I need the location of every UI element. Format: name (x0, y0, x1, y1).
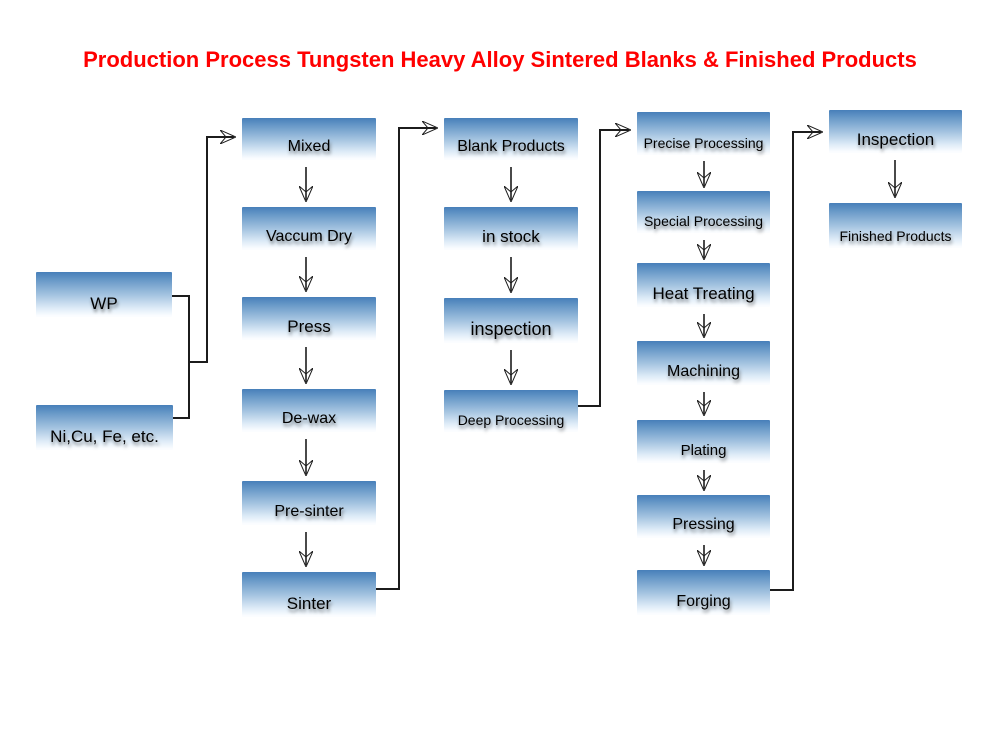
node-blank-products-label: Blank Products (457, 138, 565, 155)
node-pre-sinter: Pre-sinter (242, 481, 376, 525)
connector-deep-processing-to-precise-processing (578, 130, 629, 407)
node-finished-products: Finished Products (829, 203, 962, 248)
connector-merge-to-mixed (189, 137, 234, 363)
node-sinter: Sinter (242, 572, 376, 617)
node-pressing: Pressing (637, 495, 770, 538)
node-press-label: Press (287, 317, 331, 336)
connector-wp-out (172, 295, 190, 362)
node-ni-cu-fe: Ni,Cu, Fe, etc. (36, 405, 173, 450)
node-forging: Forging (637, 570, 770, 615)
node-ni-cu-fe-label: Ni,Cu, Fe, etc. (50, 427, 159, 446)
node-inspection-blanks-label: inspection (470, 319, 552, 339)
node-inspection-blanks: inspection (444, 298, 578, 343)
node-de-wax: De-wax (242, 389, 376, 432)
node-machining: Machining (637, 341, 770, 385)
connector-sinter-to-blank-products (376, 128, 436, 590)
connector-ni-cu-fe-out (173, 362, 190, 419)
node-plating-label: Plating (680, 442, 727, 459)
node-deep-processing: Deep Processing (444, 390, 578, 432)
node-mixed: Mixed (242, 118, 376, 160)
node-special-processing-label: Special Processing (643, 213, 764, 229)
node-forging-label: Forging (676, 593, 731, 610)
node-in-stock-label: in stock (482, 227, 540, 246)
node-inspection-final: Inspection (829, 110, 962, 153)
node-heat-treating-label: Heat Treating (652, 284, 755, 303)
node-special-processing: Special Processing (637, 191, 770, 233)
node-pressing-label: Pressing (672, 516, 735, 533)
node-vaccum-dry-label: Vaccum Dry (266, 228, 352, 245)
node-inspection-final-label: Inspection (856, 130, 935, 149)
node-press: Press (242, 297, 376, 340)
node-finished-products-label: Finished Products (839, 228, 952, 244)
node-mixed-label: Mixed (287, 138, 331, 155)
node-blank-products: Blank Products (444, 118, 578, 160)
node-precise-processing-label: Precise Processing (643, 135, 764, 151)
node-in-stock: in stock (444, 207, 578, 250)
node-de-wax-label: De-wax (281, 410, 337, 427)
node-heat-treating: Heat Treating (637, 263, 770, 307)
node-wp-label: WP (90, 294, 118, 313)
node-precise-processing: Precise Processing (637, 112, 770, 155)
node-deep-processing-label: Deep Processing (457, 412, 565, 428)
node-machining-label: Machining (667, 363, 740, 380)
node-plating: Plating (637, 420, 770, 463)
node-pre-sinter-label: Pre-sinter (274, 503, 344, 520)
node-vaccum-dry: Vaccum Dry (242, 207, 376, 250)
node-wp: WP (36, 272, 172, 317)
connector-forging-to-inspection (770, 132, 821, 591)
node-sinter-label: Sinter (286, 594, 332, 613)
page-title: Production Process Tungsten Heavy Alloy … (83, 47, 917, 72)
